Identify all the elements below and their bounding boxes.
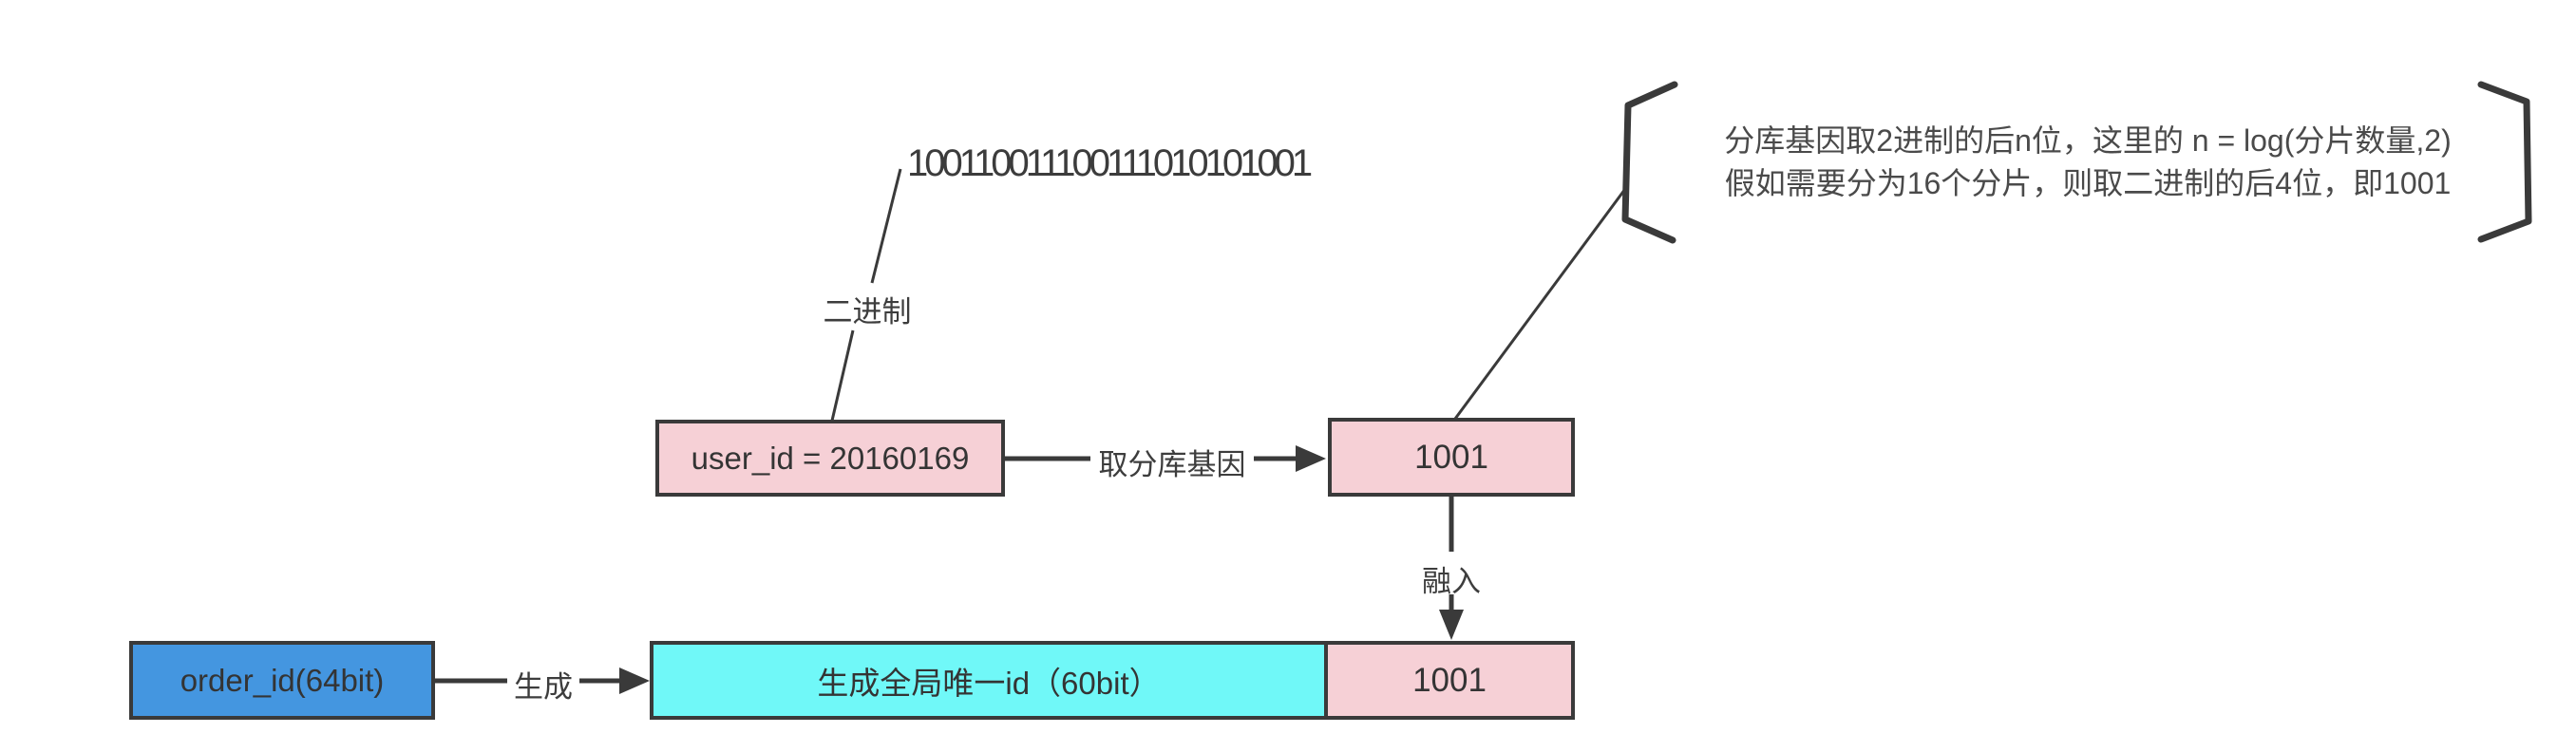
- gene-annotation: 分库基因取2进制的后n位，这里的 n = log(分片数量,2) 假如需要分为1…: [1670, 120, 2506, 205]
- take-gene-edge-label: 取分库基因: [1098, 448, 1246, 481]
- generate-arrowhead: [619, 667, 650, 694]
- annotation-bracket-left: [1621, 81, 1678, 244]
- generate-edge-label: 生成: [514, 670, 573, 704]
- take-gene-arrowhead: [1296, 445, 1326, 472]
- shard-gene-node: 1001: [1328, 418, 1575, 497]
- binary-string-label: 100110011100111010101001: [907, 142, 1313, 184]
- gene-annotation-line2: 假如需要分为16个分片，则取二进制的后4位，即1001: [1724, 166, 2452, 200]
- order-id-node: order_id(64bit): [129, 641, 435, 720]
- binary-callout-line-lower: [830, 329, 855, 422]
- annotation-bracket-right: [2477, 81, 2532, 243]
- annotation-callout-line: [1453, 188, 1627, 420]
- binary-annotation-label: 二进制: [823, 295, 912, 329]
- shard-gene-suffix-node: 1001: [1324, 641, 1575, 720]
- merge-edge-label: 融入: [1422, 565, 1481, 598]
- merge-arrowhead: [1439, 610, 1464, 640]
- binary-callout-line-upper: [870, 168, 902, 284]
- user-id-node: user_id = 20160169: [655, 420, 1005, 497]
- gene-annotation-line1: 分库基因取2进制的后n位，这里的 n = log(分片数量,2): [1724, 123, 2452, 158]
- global-unique-id-node: 生成全局唯一id（60bit）: [650, 641, 1328, 720]
